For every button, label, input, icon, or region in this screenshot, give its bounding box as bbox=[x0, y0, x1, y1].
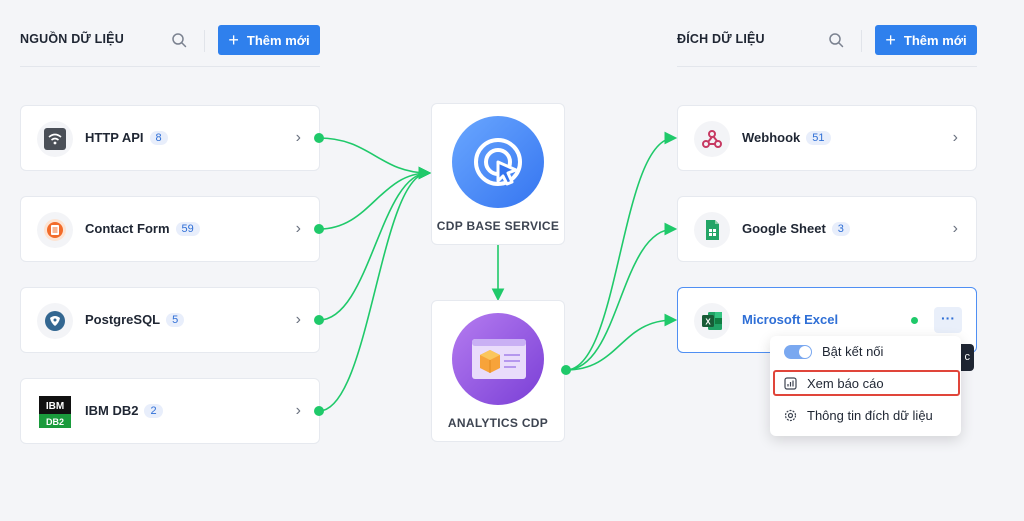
menu-item-view-report[interactable]: Xem báo cáo bbox=[784, 376, 884, 391]
source-name: HTTP API 8 bbox=[85, 130, 168, 145]
webhook-icon bbox=[694, 121, 730, 157]
svg-text:X: X bbox=[705, 318, 711, 327]
destination-name: Google Sheet 3 bbox=[742, 221, 850, 236]
postgresql-icon bbox=[37, 303, 73, 339]
count-badge: 2 bbox=[144, 404, 163, 418]
count-badge: 3 bbox=[831, 222, 850, 236]
menu-item-label: Xem báo cáo bbox=[807, 376, 884, 391]
menu-item-label: Thông tin đích dữ liệu bbox=[807, 408, 933, 423]
hub-label: CDP BASE SERVICE bbox=[436, 219, 560, 233]
chevron-right-icon[interactable]: › bbox=[295, 311, 301, 328]
source-card-ibm-db2[interactable]: IBM DB2 IBM DB2 2 › bbox=[20, 378, 320, 444]
gear-icon bbox=[784, 409, 797, 422]
menu-item-toggle-connection[interactable]: Bật kết nối bbox=[784, 344, 883, 359]
count-badge: 5 bbox=[166, 313, 185, 327]
analytics-window-icon bbox=[452, 313, 544, 405]
svg-text:IBM: IBM bbox=[46, 401, 64, 412]
source-card-contact-form[interactable]: Contact Form 59 › bbox=[20, 196, 320, 262]
add-source-button[interactable]: + Thêm mới bbox=[218, 25, 320, 55]
destinations-divider bbox=[677, 66, 977, 67]
destinations-title: ĐÍCH DỮ LIỆU bbox=[677, 32, 765, 46]
destination-label: Microsoft Excel bbox=[742, 312, 839, 327]
source-name: PostgreSQL 5 bbox=[85, 312, 185, 327]
report-icon bbox=[784, 377, 797, 390]
connector-dot bbox=[314, 224, 324, 234]
add-destination-button[interactable]: + Thêm mới bbox=[875, 25, 977, 55]
sources-title: NGUỒN DỮ LIỆU bbox=[20, 32, 124, 46]
search-icon[interactable] bbox=[171, 32, 187, 48]
plus-icon: + bbox=[228, 30, 239, 50]
add-destination-label: Thêm mới bbox=[903, 32, 967, 48]
google-sheet-icon bbox=[694, 212, 730, 248]
sources-divider bbox=[20, 66, 320, 67]
menu-item-destination-info[interactable]: Thông tin đích dữ liệu bbox=[784, 408, 933, 423]
chevron-right-icon[interactable]: › bbox=[952, 129, 958, 146]
chevron-right-icon[interactable]: › bbox=[295, 220, 301, 237]
source-name: Contact Form 59 bbox=[85, 221, 200, 236]
count-badge: 51 bbox=[806, 131, 831, 145]
source-label: HTTP API bbox=[85, 130, 144, 145]
connector-dot bbox=[314, 133, 324, 143]
excel-icon: X bbox=[694, 303, 730, 339]
wifi-icon bbox=[37, 121, 73, 157]
destination-name: Webhook 51 bbox=[742, 130, 831, 145]
count-badge: 8 bbox=[149, 131, 168, 145]
source-card-postgresql[interactable]: PostgreSQL 5 › bbox=[20, 287, 320, 353]
hub-label: ANALYTICS CDP bbox=[447, 416, 549, 430]
cdp-base-service-hub[interactable]: CDP BASE SERVICE bbox=[431, 103, 565, 245]
divider bbox=[861, 30, 862, 52]
chevron-right-icon[interactable]: › bbox=[952, 220, 958, 237]
source-label: Contact Form bbox=[85, 221, 170, 236]
connector-dot bbox=[561, 365, 571, 375]
chevron-right-icon[interactable]: › bbox=[295, 129, 301, 146]
ibm-db2-icon: IBM DB2 bbox=[39, 396, 71, 428]
divider bbox=[204, 30, 205, 52]
toggle-switch[interactable] bbox=[784, 344, 812, 359]
destination-name: Microsoft Excel bbox=[742, 312, 838, 327]
svg-text:DB2: DB2 bbox=[46, 417, 64, 427]
status-dot bbox=[911, 317, 918, 324]
highlight-box bbox=[773, 370, 960, 396]
form-icon bbox=[37, 212, 73, 248]
menu-item-label: Bật kết nối bbox=[822, 344, 884, 359]
context-menu: Bật kết nối Xem báo cáo Thông tin đích d… bbox=[770, 336, 961, 436]
connector-dot bbox=[314, 406, 324, 416]
count-badge: 59 bbox=[175, 222, 200, 236]
source-label: PostgreSQL bbox=[85, 312, 161, 327]
destination-card-webhook[interactable]: Webhook 51 › bbox=[677, 105, 977, 171]
source-name: IBM DB2 2 bbox=[85, 403, 163, 418]
add-source-label: Thêm mới bbox=[246, 32, 310, 48]
destination-label: Google Sheet bbox=[742, 221, 826, 236]
source-card-http-api[interactable]: HTTP API 8 › bbox=[20, 105, 320, 171]
cursor-click-icon bbox=[452, 116, 544, 208]
source-label: IBM DB2 bbox=[85, 403, 139, 418]
analytics-cdp-hub[interactable]: ANALYTICS CDP bbox=[431, 300, 565, 442]
plus-icon: + bbox=[885, 30, 896, 50]
destination-card-google-sheet[interactable]: Google Sheet 3 › bbox=[677, 196, 977, 262]
more-options-button[interactable]: ··· bbox=[934, 307, 962, 333]
chevron-right-icon[interactable]: › bbox=[295, 402, 301, 419]
connector-dot bbox=[314, 315, 324, 325]
search-icon[interactable] bbox=[828, 32, 844, 48]
destination-label: Webhook bbox=[742, 130, 801, 145]
